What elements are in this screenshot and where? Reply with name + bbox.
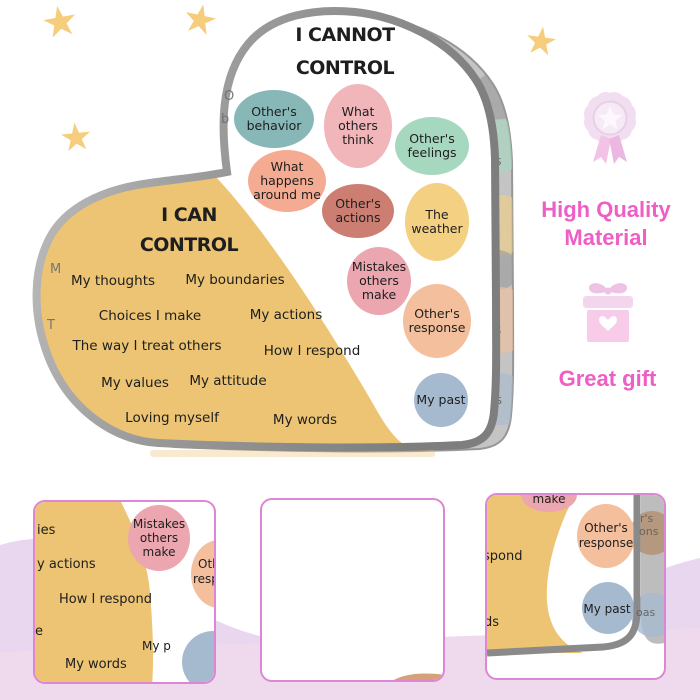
quality-label: High Quality Material [541, 197, 671, 251]
thumb-text: My past [583, 602, 630, 616]
can-item: My boundaries [185, 272, 284, 288]
gift-heart [599, 316, 617, 331]
thumb-text: e [35, 624, 43, 639]
thumb-shape [487, 495, 641, 657]
thumb-text: ds [487, 615, 499, 630]
plaque-edge [32, 6, 501, 452]
thumb-text: My p [142, 639, 171, 653]
thumb-shape [35, 502, 154, 682]
thumb-text: ons [639, 525, 659, 538]
thumb-text: response [579, 536, 634, 550]
can-item: Choices I make [99, 308, 201, 324]
thumb-text: How I respond [59, 592, 152, 607]
gift-icon [583, 283, 633, 342]
can-item: How I respond [264, 343, 361, 359]
thumb-text: oas [636, 606, 655, 619]
can-item: The way I treat others [72, 338, 222, 354]
thumb-text: make [143, 545, 176, 559]
thumb-text: make [533, 495, 566, 506]
svg-text:My past: My past [416, 392, 465, 407]
medal-ribbon-left [593, 135, 611, 164]
can-item: My thoughts [71, 273, 155, 289]
plaque-reflection [150, 450, 435, 457]
thumb-text: y actions [37, 557, 96, 572]
thumb-shape [393, 673, 443, 680]
thumb-shape [191, 540, 214, 608]
thumb-text: Mistakes [133, 517, 185, 531]
edge-ghost-letter: T [46, 318, 55, 333]
thumb-text: Other's [584, 521, 628, 535]
can-item: My words [273, 412, 337, 428]
medal-ribbon-right [609, 135, 627, 164]
can-item: My values [101, 375, 169, 391]
thumb-shape [577, 504, 635, 568]
thumb-shape [582, 582, 634, 634]
edge-ghost-letter: O [224, 89, 234, 104]
can-control-region [36, 176, 407, 446]
thumb-shape [128, 505, 190, 571]
can-item: My attitude [189, 373, 266, 389]
medal-icon [583, 91, 637, 164]
thumb-shape [521, 495, 577, 512]
thumb-text: others [140, 531, 178, 545]
thumb-text: respo [193, 572, 214, 586]
thumb-text: My words [65, 657, 127, 672]
thumb-text: spond [487, 549, 522, 564]
bubble-my-past: My past [414, 373, 468, 427]
can-item: Loving myself [125, 410, 220, 426]
gift-label: Great gift [558, 366, 657, 391]
medal-star [597, 106, 623, 130]
product-thumbnail-2 [260, 498, 445, 682]
thumb-shape [182, 631, 214, 682]
thumb-text: Othe [198, 557, 214, 571]
edge-ghost-letter: b [221, 112, 229, 127]
thumb-shape [487, 495, 583, 653]
edge-ghost-letter: M [50, 262, 61, 277]
thumb-text: ies [37, 523, 56, 538]
thumb-text: r's [640, 512, 654, 525]
can-item: My actions [250, 307, 323, 323]
